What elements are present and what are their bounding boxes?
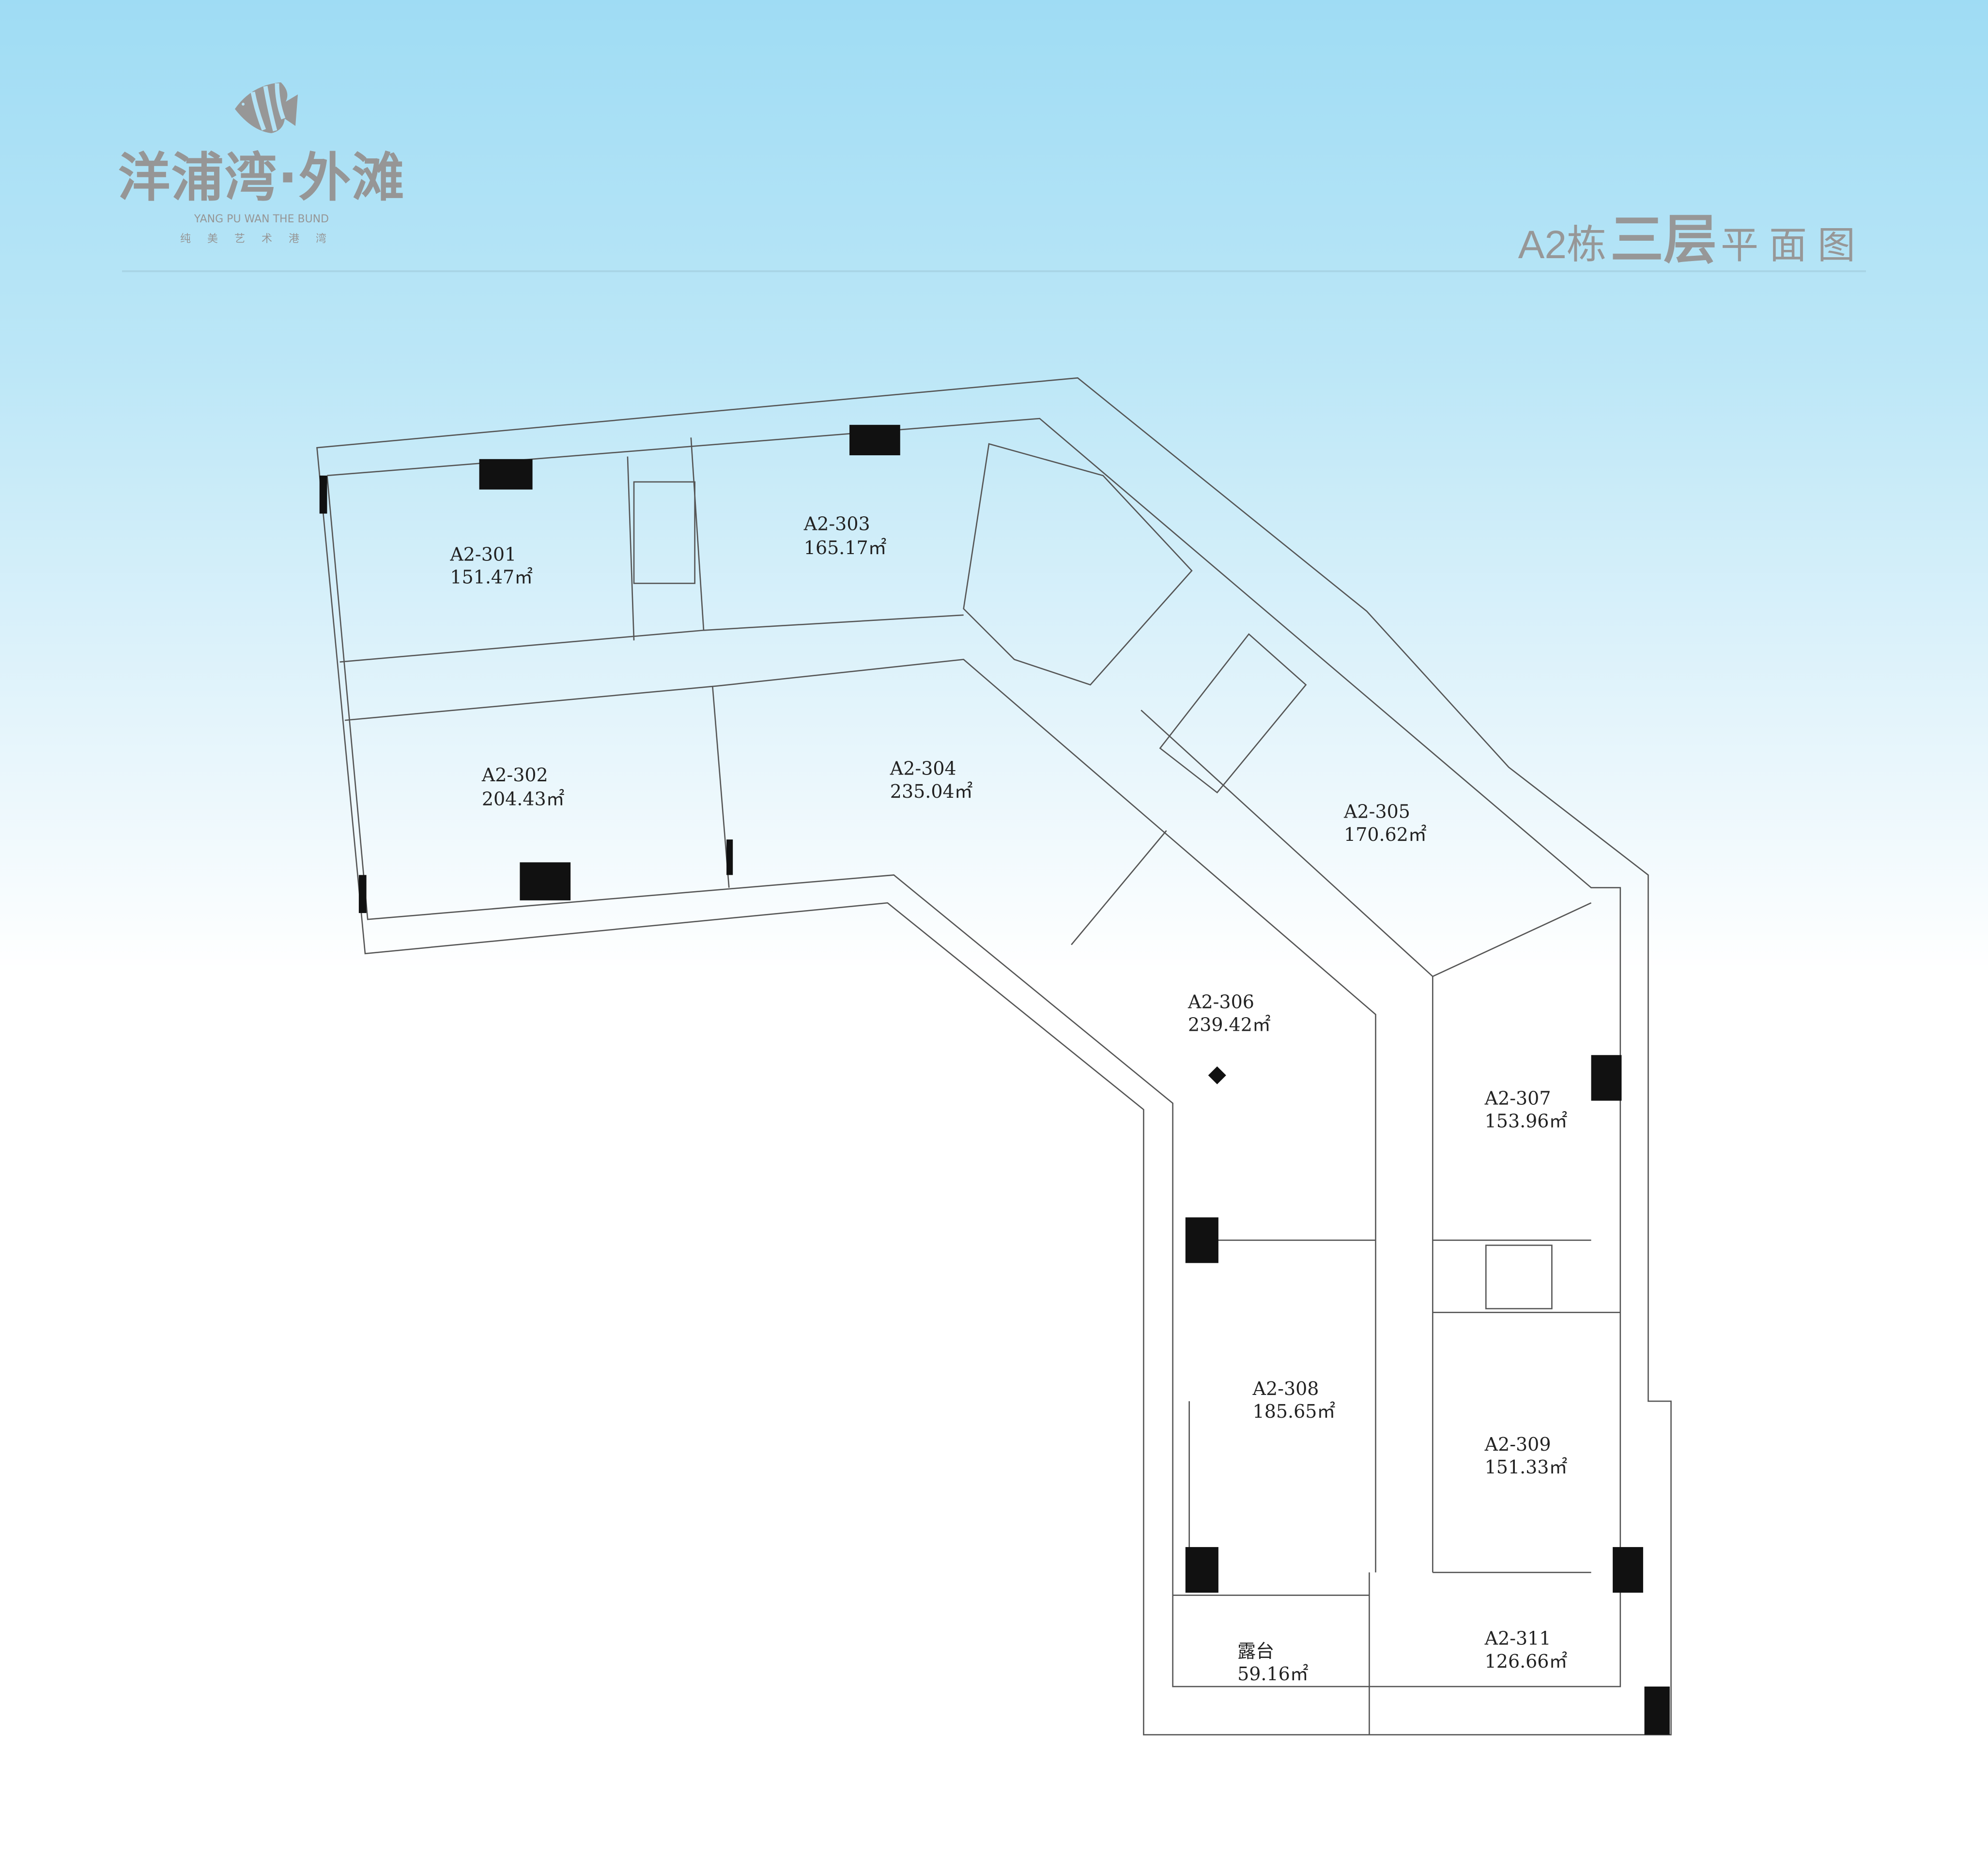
logo-name-en: YANG PU WAN THE BUND	[194, 213, 329, 225]
stair-left	[633, 481, 695, 584]
logo-name-cn: 洋浦湾·外滩	[118, 148, 405, 208]
room-name: A2-311	[1484, 1628, 1551, 1649]
room-name: A2-305	[1343, 801, 1410, 822]
toilet-core	[963, 443, 1193, 686]
room-area: 185.65㎡	[1253, 1401, 1336, 1422]
room-name: A2-303	[803, 513, 870, 534]
logo: 洋浦湾·外滩 YANG PU WAN THE BUND 纯美艺术港湾	[111, 73, 412, 246]
room-name: A2-308	[1252, 1378, 1319, 1399]
room-area: 170.62㎡	[1344, 824, 1427, 845]
title-building: A2栋	[1518, 223, 1606, 267]
room-name: A2-306	[1187, 991, 1254, 1012]
room-area: 239.42㎡	[1188, 1014, 1271, 1036]
page-title: A2栋三层平面图	[1518, 196, 1866, 274]
room-name: A2-307	[1484, 1087, 1551, 1109]
room-name: A2-301	[449, 543, 516, 565]
room-name: A2-309	[1484, 1434, 1551, 1455]
room-area: 151.33㎡	[1485, 1456, 1568, 1478]
room-area: 151.47㎡	[450, 566, 533, 588]
room-area: 153.96㎡	[1485, 1111, 1568, 1132]
stair-core	[1485, 1244, 1553, 1310]
structural-walls	[319, 425, 1670, 1735]
inner-outline	[326, 418, 1621, 1687]
title-floor: 三层	[1610, 210, 1717, 270]
room-area: 204.43㎡	[482, 789, 565, 810]
room-name: A2-302	[481, 764, 548, 786]
building-outline	[316, 377, 1672, 1735]
corridor-lower	[344, 659, 1376, 1573]
logo-slogan: 纯美艺术港湾	[180, 233, 343, 245]
room-area: 59.16㎡	[1237, 1663, 1309, 1685]
corridor-upper	[339, 614, 964, 663]
title-suffix: 平面图	[1720, 224, 1866, 266]
header-divider	[122, 270, 1866, 272]
room-name: A2-304	[890, 758, 956, 779]
room-labels: A2-301 151.47㎡ A2-302 204.43㎡ A2-303 165…	[449, 513, 1567, 1685]
fish-logo-icon	[235, 82, 298, 133]
room-area: 165.17㎡	[804, 537, 887, 558]
room-name: 露台	[1237, 1641, 1274, 1662]
elevator-core	[1159, 633, 1307, 794]
room-area: 235.04㎡	[890, 781, 973, 802]
room-area: 126.66㎡	[1485, 1651, 1568, 1672]
